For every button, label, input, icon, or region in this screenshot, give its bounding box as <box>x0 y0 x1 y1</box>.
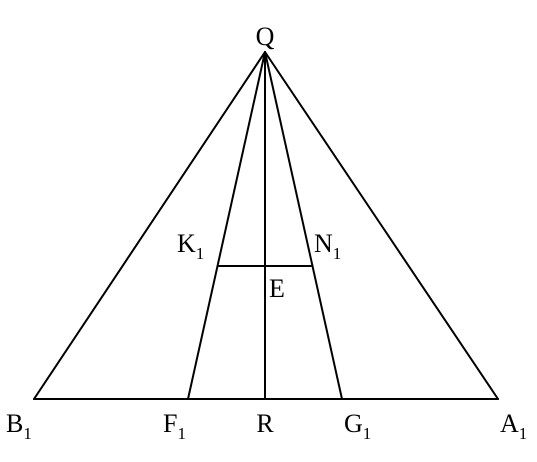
label-g1: G1 <box>344 409 371 443</box>
label-r: R <box>256 409 274 438</box>
segments <box>33 51 499 400</box>
point-labels: Q K1 N1 E B1 F1 R G1 A1 <box>6 22 527 443</box>
label-k1: K1 <box>177 229 204 263</box>
segment-q-f1 <box>187 51 266 400</box>
label-q: Q <box>256 22 275 51</box>
segment-q-g1 <box>264 51 343 400</box>
segment-q-b1 <box>33 51 266 400</box>
label-b1: B1 <box>6 409 32 443</box>
label-e: E <box>269 274 285 303</box>
label-a1: A1 <box>500 409 527 443</box>
label-f1: F1 <box>163 409 186 443</box>
segment-q-a1 <box>264 51 499 400</box>
label-n1: N1 <box>314 229 341 263</box>
